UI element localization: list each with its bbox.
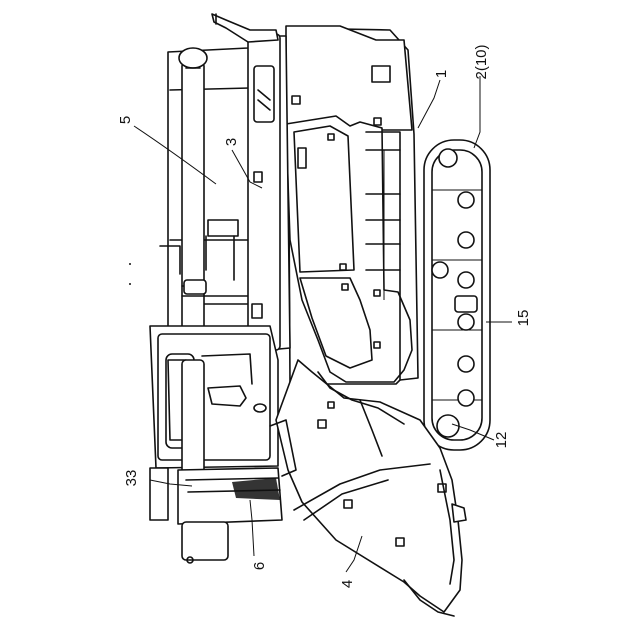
label-1: 1 <box>433 70 450 78</box>
grain-auger-pipe <box>179 48 207 362</box>
label-3: 3 <box>223 138 240 146</box>
label-12: 12 <box>493 432 510 449</box>
label-5: 5 <box>117 116 134 124</box>
dot-marks <box>129 263 131 285</box>
crawler-track <box>424 140 490 450</box>
label-6: 6 <box>251 562 268 570</box>
label-15: 15 <box>515 310 532 327</box>
label-4: 4 <box>339 580 356 588</box>
label-2-10: 2(10) <box>473 44 490 79</box>
label-33: 33 <box>123 470 140 487</box>
machine-body <box>286 26 418 384</box>
